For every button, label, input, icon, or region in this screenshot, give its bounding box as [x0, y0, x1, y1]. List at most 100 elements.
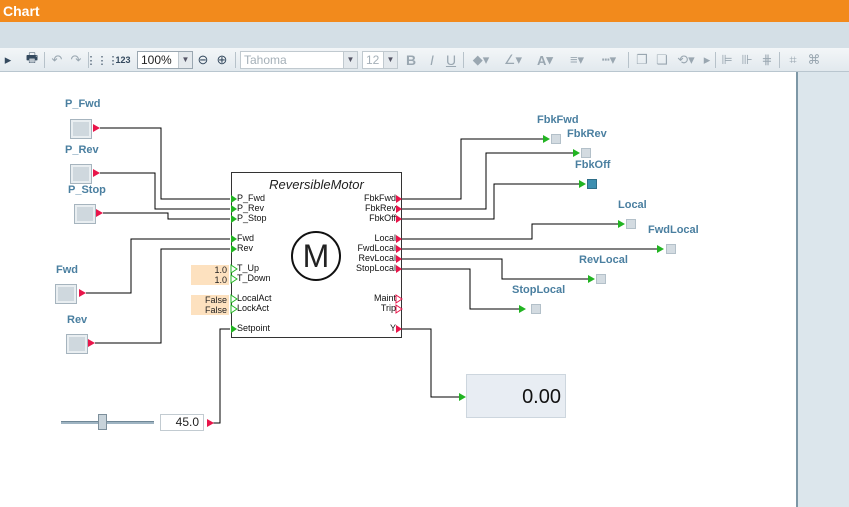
undo-icon[interactable]: ↶	[51, 52, 63, 67]
font-size-value: 12	[366, 53, 380, 67]
input-button-p-fwd[interactable]	[70, 119, 92, 139]
redo-icon[interactable]: ↷	[70, 52, 82, 67]
input-pin-marker	[231, 235, 237, 243]
output-label-fbkoff: FbkOff	[575, 159, 611, 171]
chevron-down-icon: ▼	[343, 52, 357, 68]
output-pin-marker	[396, 265, 402, 273]
input-pin-marker	[231, 245, 237, 253]
input-pin-marker	[230, 304, 238, 314]
chevron-down-icon: ▼	[383, 52, 397, 68]
output-pin-marker	[395, 294, 403, 304]
output-indicator-fbkoff	[587, 179, 597, 189]
output-pin-label: RevLocal	[358, 253, 396, 263]
zoom-select[interactable]: 100% ▼	[137, 51, 193, 69]
input-button-p-rev[interactable]	[70, 164, 92, 184]
tab-strip	[0, 22, 849, 48]
input-pin-label: T_Down	[237, 273, 271, 283]
grid-icon[interactable]: ⋮⋮⋮	[85, 54, 119, 67]
input-pin-label: Fwd	[237, 233, 255, 243]
setpoint-slider-track[interactable]	[61, 421, 154, 424]
output-indicator-fbkfwd	[551, 134, 561, 144]
fill-color-icon[interactable]: ◆▾	[472, 52, 490, 67]
input-pin-marker	[230, 294, 238, 304]
font-size-select[interactable]: 12 ▼	[362, 51, 398, 69]
input-pin-label: LockAct	[237, 303, 270, 313]
font-name-value: Tahoma	[244, 53, 287, 67]
output-pin-marker	[396, 235, 402, 243]
output-indicator-stoplocal	[531, 304, 541, 314]
output-pin-label: Y	[389, 323, 396, 333]
numbers-icon[interactable]: 123	[115, 55, 131, 65]
scroll-left-icon[interactable]: ▸	[4, 52, 12, 67]
input-button-fwd[interactable]	[55, 284, 77, 304]
output-pin-marker	[396, 205, 402, 213]
print-icon[interactable]: 🖶	[25, 50, 39, 65]
output-label-fbkrev: FbkRev	[567, 128, 607, 140]
right-panel	[796, 72, 849, 507]
param-lockact[interactable]: False	[191, 305, 229, 315]
output-pin-label: Maint	[373, 293, 396, 303]
block-title: ReversibleMotor	[269, 177, 364, 192]
output-pin-label: FbkRev	[364, 203, 396, 213]
output-pin-marker	[396, 255, 402, 263]
input-label-p-fwd: P_Fwd	[65, 98, 101, 110]
input-label-p-rev: P_Rev	[65, 144, 99, 156]
font-color-icon[interactable]: A▾	[537, 52, 553, 68]
zoom-out-icon[interactable]: ⊖	[197, 52, 209, 67]
input-pin-marker	[231, 195, 237, 203]
input-pin-marker	[230, 264, 238, 274]
align-center-icon[interactable]: ⊪	[741, 52, 753, 67]
ungroup-icon[interactable]: ⌘	[807, 52, 821, 67]
input-pin-label: P_Stop	[237, 213, 267, 223]
setpoint-slider-thumb[interactable]	[98, 414, 107, 430]
align-left-icon[interactable]: ⊫	[721, 52, 733, 67]
output-pin-marker	[396, 215, 402, 223]
input-pin-marker	[231, 205, 237, 213]
output-indicator-local	[626, 219, 636, 229]
output-pin-label: Local	[374, 233, 396, 243]
distribute-icon[interactable]: ⋕	[761, 52, 773, 67]
output-label-fbkfwd: FbkFwd	[537, 114, 579, 126]
more-icon[interactable]: ▸	[703, 52, 711, 67]
font-name-select[interactable]: Tahoma ▼	[240, 51, 358, 69]
input-button-p-stop[interactable]	[74, 204, 96, 224]
param-t-up[interactable]: 1.0	[191, 265, 229, 275]
output-indicator-fwdlocal	[666, 244, 676, 254]
font-color-label: A	[537, 52, 547, 68]
line-color-icon[interactable]: ∠▾	[503, 52, 523, 67]
output-label-stoplocal: StopLocal	[512, 284, 566, 296]
input-label-rev: Rev	[67, 314, 88, 326]
bring-front-icon[interactable]: ❐	[636, 52, 648, 67]
input-button-rev[interactable]	[66, 334, 88, 354]
input-pin-label: Setpoint	[237, 323, 271, 333]
bold-button[interactable]: B	[405, 52, 417, 68]
line-style-icon[interactable]: ┅▾	[601, 52, 617, 67]
input-label-fwd: Fwd	[56, 264, 78, 276]
zoom-in-icon[interactable]: ⊕	[216, 52, 228, 67]
input-label-p-stop: P_Stop	[68, 184, 106, 196]
input-pin-label: P_Rev	[237, 203, 265, 213]
setpoint-input[interactable]: 45.0	[160, 414, 204, 431]
app-title: Chart	[0, 0, 849, 22]
output-pin-marker	[396, 245, 402, 253]
param-t-down[interactable]: 1.0	[191, 275, 229, 285]
group-icon[interactable]: ⌗	[789, 52, 797, 67]
output-pin-label: StopLocal	[355, 263, 396, 273]
output-pin-label: Trip	[380, 303, 396, 313]
input-pin-label: LocalAct	[237, 293, 272, 303]
output-indicator-revlocal	[596, 274, 606, 284]
output-pin-marker	[395, 304, 403, 314]
underline-button[interactable]: U	[445, 52, 457, 68]
output-pin-label: FbkOff	[369, 213, 396, 223]
input-pin-label: P_Fwd	[237, 193, 266, 203]
param-localact[interactable]: False	[191, 295, 229, 305]
italic-button[interactable]: I	[430, 52, 434, 68]
line-width-icon[interactable]: ≡▾	[569, 52, 585, 67]
toolbar: ▸ 🖶 ↶ ↷ ⋮⋮⋮ 123 100% ▼ ⊖ ⊕ Tahoma ▼ 12 ▼…	[0, 48, 849, 72]
output-pin-marker	[396, 325, 402, 333]
send-back-icon[interactable]: ❏	[656, 52, 668, 67]
rotate-icon[interactable]: ⟲▾	[677, 52, 695, 67]
output-pin-marker	[396, 195, 402, 203]
output-pin-label: FbkFwd	[363, 193, 396, 203]
